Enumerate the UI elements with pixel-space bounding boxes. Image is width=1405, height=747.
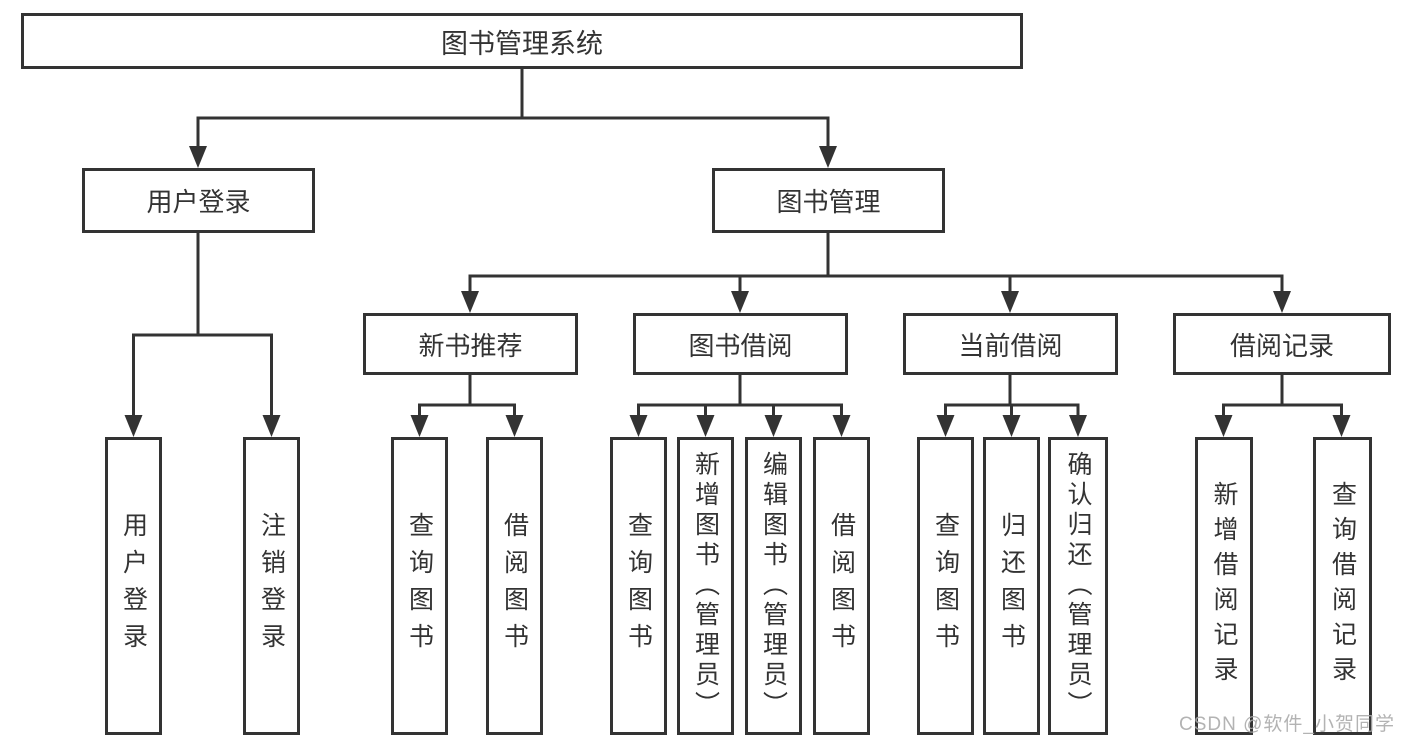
leaf-borrow-books-label: 借阅图书 [827, 512, 856, 660]
leaf-query-books-borrow-label: 查询图书 [624, 512, 653, 660]
node-new-book-recommend: 新书推荐 [363, 313, 578, 375]
leaf-add-books-admin-label: 新增图书（管理员） [691, 451, 720, 721]
connector-records-to-leaves [1222, 375, 1343, 418]
arrowheads [124, 146, 1351, 437]
node-library-system-label: 图书管理系统 [441, 28, 603, 59]
leaf-logout-label: 注销登录 [257, 512, 286, 660]
arrow-down-icon [410, 415, 429, 437]
connector-current-to-leaves [944, 375, 1080, 418]
leaf-query-books-recommend: 查询图书 [391, 437, 448, 735]
arrow-down-icon [1273, 291, 1291, 313]
watermark: CSDN @软件_小贺同学 [1179, 714, 1395, 735]
leaf-borrow-books-recommend: 借阅图书 [486, 437, 543, 735]
node-book-borrow: 图书借阅 [633, 313, 848, 375]
leaf-confirm-return-admin: 确认归还（管理员） [1048, 437, 1108, 735]
node-borrow-records: 借阅记录 [1173, 313, 1391, 375]
arrow-down-icon [936, 415, 955, 437]
leaf-query-books-current: 查询图书 [917, 437, 974, 735]
tree-connector-paths [132, 69, 1343, 418]
arrow-down-icon [832, 415, 851, 437]
arrow-down-icon [124, 415, 143, 437]
arrow-down-icon [629, 415, 648, 437]
node-book-borrow-label: 图书借阅 [688, 330, 793, 361]
node-user-login-label: 用户登录 [146, 187, 251, 217]
leaf-return-books: 归还图书 [983, 437, 1040, 735]
leaf-user-login: 用户登录 [105, 437, 162, 735]
arrow-down-icon [262, 415, 281, 437]
arrow-down-icon [505, 415, 524, 437]
leaf-add-borrow-record: 新增借阅记录 [1195, 437, 1253, 735]
connector-borrowmod-to-leaves [637, 375, 843, 418]
connector-root-to-level2 [196, 69, 830, 150]
leaf-query-books-current-label: 查询图书 [931, 512, 960, 660]
leaf-add-borrow-record-label: 新增借阅记录 [1210, 481, 1238, 691]
leaf-logout: 注销登录 [243, 437, 300, 735]
connector-userlogin-to-leaves [132, 233, 273, 418]
node-current-borrow-label: 当前借阅 [958, 330, 1063, 361]
leaf-add-books-admin: 新增图书（管理员） [677, 437, 734, 735]
node-new-book-recommend-label: 新书推荐 [418, 330, 523, 361]
connector-bookmgmt-to-level3 [468, 233, 1284, 294]
arrow-down-icon [731, 291, 749, 313]
leaf-query-books-recommend-label: 查询图书 [405, 512, 434, 660]
node-borrow-records-label: 借阅记录 [1229, 330, 1334, 361]
arrow-down-icon [461, 291, 479, 313]
leaf-return-books-label: 归还图书 [997, 512, 1026, 660]
leaf-edit-books-admin-label: 编辑图书（管理员） [759, 451, 788, 721]
node-book-management: 图书管理 [712, 168, 945, 233]
node-user-login: 用户登录 [82, 168, 315, 233]
arrow-down-icon [764, 415, 783, 437]
arrow-down-icon [1001, 291, 1019, 313]
arrow-down-icon [1069, 415, 1087, 437]
arrow-down-icon [819, 146, 837, 168]
leaf-user-login-label: 用户登录 [119, 512, 148, 660]
arrow-down-icon [1332, 415, 1351, 437]
node-library-system: 图书管理系统 [21, 13, 1023, 69]
leaf-query-books-borrow: 查询图书 [610, 437, 667, 735]
leaf-edit-books-admin: 编辑图书（管理员） [745, 437, 802, 735]
leaf-query-borrow-record: 查询借阅记录 [1313, 437, 1372, 735]
leaf-confirm-return-admin-label: 确认归还（管理员） [1064, 451, 1092, 721]
leaf-borrow-books: 借阅图书 [813, 437, 870, 735]
connector-newbook-to-leaves [418, 375, 516, 418]
arrow-down-icon [1214, 415, 1233, 437]
arrow-down-icon [696, 415, 715, 437]
node-current-borrow: 当前借阅 [903, 313, 1118, 375]
node-book-management-label: 图书管理 [776, 187, 881, 217]
leaf-query-borrow-record-label: 查询借阅记录 [1328, 481, 1357, 691]
leaf-borrow-books-recommend-label: 借阅图书 [500, 512, 529, 660]
arrow-down-icon [1002, 415, 1021, 437]
arrow-down-icon [189, 146, 207, 168]
